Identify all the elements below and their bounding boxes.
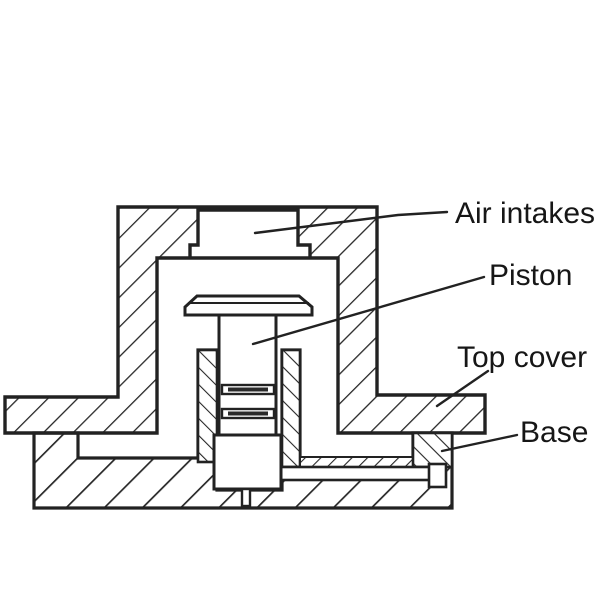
piston-ring-upper	[220, 383, 276, 396]
leader-piston	[251, 275, 486, 346]
channel-port	[427, 462, 448, 489]
piston-pin	[240, 487, 252, 508]
label-base: Base	[520, 416, 588, 449]
leader-top-cover	[435, 369, 490, 408]
piston-ring-lower	[220, 407, 276, 420]
air-channel	[278, 465, 445, 482]
leader-base	[440, 433, 519, 453]
callout-labels: Air intakes Piston Top cover Base	[455, 197, 595, 449]
top-cover-body	[3, 205, 487, 435]
channel-top-strip	[299, 456, 414, 468]
guide-wall-right	[280, 348, 302, 469]
leader-air-intakes	[253, 210, 449, 235]
label-piston: Piston	[489, 259, 572, 292]
piston-lower-block	[212, 433, 283, 491]
label-top-cover: Top cover	[457, 341, 587, 374]
label-air-intakes: Air intakes	[455, 197, 595, 230]
guide-wall-left	[196, 348, 219, 464]
leader-lines	[251, 210, 519, 453]
piston-assembly	[183, 294, 314, 508]
piston-cap	[183, 294, 314, 317]
top-cover-section	[3, 205, 487, 435]
